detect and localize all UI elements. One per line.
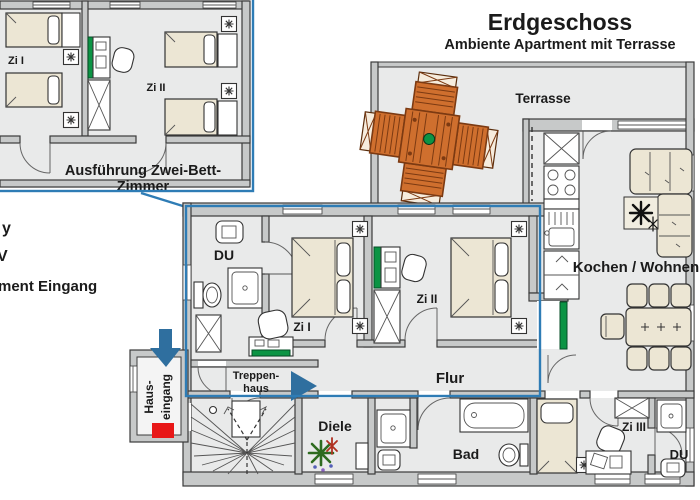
room-du-right: DU	[656, 399, 689, 478]
du-left-label: DU	[214, 247, 234, 263]
diele-label: Diele	[318, 418, 352, 434]
wardrobe-icon	[195, 314, 222, 353]
treppenhaus-label-line1: Treppen-	[233, 370, 280, 382]
apartment-entrance	[537, 301, 568, 350]
inset-bed-1	[5, 12, 63, 48]
sofa-icon	[629, 148, 693, 258]
legend-item-3: ment Eingang	[0, 278, 97, 295]
inset-connector-line	[140, 191, 187, 209]
room-zi2: Zi II	[373, 220, 528, 344]
sink-icon	[543, 208, 580, 250]
entrance-marker	[152, 423, 174, 438]
radiator-icon	[355, 442, 369, 470]
stove-icon	[543, 165, 580, 200]
legend: y V ment Eingang	[0, 220, 97, 295]
toilet-icon	[498, 443, 529, 467]
terrace: Terrasse	[359, 61, 695, 207]
zi3-label: Zi III	[622, 420, 646, 434]
inset-chair	[111, 47, 135, 73]
shower-icon	[656, 399, 687, 433]
plant-star-icon	[628, 200, 654, 226]
chair-icon	[257, 309, 289, 340]
zi1-label: Zi I	[293, 320, 310, 334]
entrance-arrow-icon	[150, 329, 181, 367]
wardrobe-icon	[373, 289, 401, 344]
shower-icon	[227, 267, 263, 309]
page-subtitle: Ambiente Apartment mit Terrasse	[444, 37, 675, 53]
kochen-wohnen-label: Kochen / Wohnen	[573, 259, 699, 276]
inset-highlight-border	[0, 0, 255, 193]
dining-set	[600, 283, 692, 371]
page-title: Erdgeschoss	[488, 9, 632, 35]
double-bed-icon	[450, 237, 512, 318]
bad-label: Bad	[453, 446, 479, 462]
apartment-entrance-door	[559, 301, 568, 350]
apartment-highlight-border	[184, 204, 542, 398]
desk-icon	[373, 246, 401, 289]
inset-wardrobe	[87, 79, 111, 131]
desk-icon	[585, 450, 632, 475]
shower-icon	[376, 409, 411, 448]
room-du-left: DU	[193, 220, 263, 353]
terrasse-label: Terrasse	[515, 91, 571, 106]
inset-bed-2	[5, 72, 63, 108]
inset-plan: Zi I Zi II Ausführung Zwei-B	[0, 0, 255, 209]
house-entrance: Haus- eingang	[129, 329, 189, 443]
zi2-label: Zi II	[417, 292, 438, 306]
double-bed-icon	[291, 237, 354, 318]
washbasin-icon	[377, 449, 401, 471]
kitchen-counter	[543, 132, 580, 300]
inset-desk	[87, 36, 111, 79]
bathtub-icon	[459, 398, 529, 433]
inset-bed-3	[164, 31, 218, 68]
washbasin-icon	[215, 220, 244, 244]
title-block: Erdgeschoss Ambiente Apartment mit Terra…	[444, 9, 675, 53]
room-zi1: Zi I	[248, 220, 369, 357]
hauseingang-label-line1: Haus-	[142, 380, 156, 413]
legend-item-2: V	[0, 248, 8, 265]
toilet-icon	[193, 281, 222, 309]
desk-icon	[248, 336, 294, 357]
room-diele: Diele	[307, 418, 369, 472]
plant-icon	[307, 437, 338, 472]
inset-room-zi2-label: Zi II	[147, 82, 166, 94]
hauseingang-label-line2: eingang	[159, 374, 173, 420]
chair-icon	[401, 253, 427, 283]
inset-caption-line1: Ausführung Zwei-Bett-	[65, 163, 221, 179]
du-right-label: DU	[670, 447, 689, 462]
terrace-furniture-set	[359, 71, 499, 207]
side-table	[623, 196, 659, 232]
treppenhaus-label-line2: haus	[243, 383, 269, 395]
room-zi3: Zi III	[536, 397, 650, 475]
table-plant-icon	[423, 133, 436, 146]
inset-bed-4	[164, 98, 218, 136]
hallway: Flur Treppen- haus	[233, 370, 464, 401]
room-bad: Bad	[376, 398, 529, 471]
inset-room-zi1-label: Zi I	[8, 55, 24, 67]
room-kochen-wohnen: Kochen / Wohnen	[543, 132, 699, 371]
washbasin-icon	[660, 458, 686, 478]
single-bed-icon	[536, 398, 578, 474]
staircase	[190, 400, 296, 475]
flur-label: Flur	[436, 370, 464, 387]
wardrobe-icon	[614, 397, 650, 419]
legend-item-1: y	[2, 220, 11, 237]
stair-direction-arrow-icon	[291, 371, 317, 401]
